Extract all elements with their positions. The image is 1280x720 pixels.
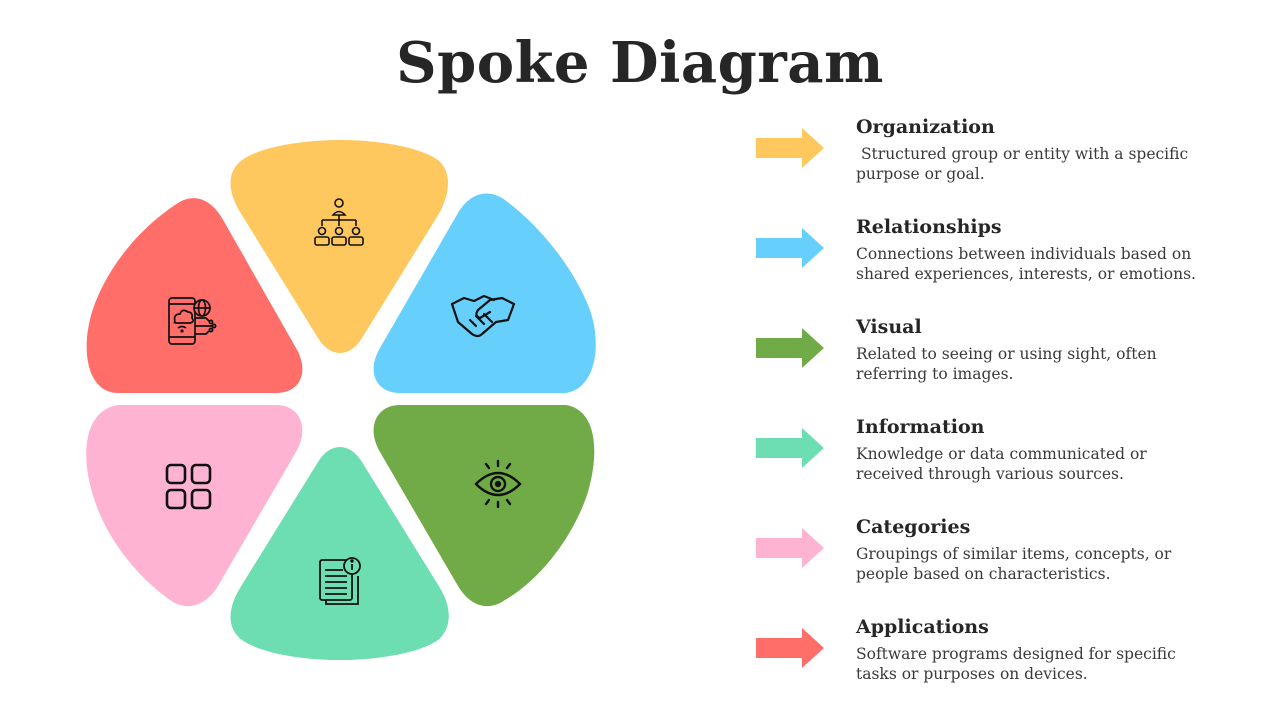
legend-item-relationships: Relationships Connections between indivi… [756, 216, 1216, 296]
spoke-relationships [373, 193, 596, 393]
arrow-right-icon [756, 228, 824, 268]
legend-description: Structured group or entity with a specif… [856, 145, 1194, 183]
spoke-organization [230, 140, 448, 353]
spoke-categories [86, 405, 303, 607]
eye-icon [474, 459, 522, 509]
spoke-shape-applications [86, 198, 303, 393]
legend-item-visual: Visual Related to seeing or using sight,… [756, 316, 1216, 396]
mobile-cloud-icon [168, 297, 217, 345]
legend-item-organization: Organization Structured group or entity … [756, 116, 1216, 196]
legend-title: Visual [856, 316, 922, 338]
legend-description: Related to seeing or using sight, often … [856, 345, 1162, 383]
legend-title: Information [856, 416, 985, 438]
spoke-information [230, 447, 449, 660]
spoke-shape-categories [86, 405, 303, 607]
legend-item-categories: Categories Groupings of similar items, c… [756, 516, 1216, 596]
info-document-icon [319, 557, 361, 605]
hierarchy-icon [314, 198, 364, 246]
arrow-right-icon [756, 628, 824, 668]
legend-description: Knowledge or data communicated or receiv… [856, 445, 1152, 483]
spoke-shape-organization [230, 140, 448, 353]
spoke-visual [373, 405, 595, 607]
handshake-icon [450, 294, 516, 338]
legend-item-information: Information Knowledge or data communicat… [756, 416, 1216, 496]
legend-title: Relationships [856, 216, 1002, 238]
spoke-shape-information [230, 447, 449, 660]
legend-description: Software programs designed for specific … [856, 645, 1181, 683]
arrow-right-icon [756, 328, 824, 368]
spoke-wheel [86, 140, 596, 660]
legend-title: Applications [856, 616, 989, 638]
arrow-right-icon [756, 528, 824, 568]
spoke-shape-relationships [373, 193, 596, 393]
page-title: Spoke Diagram [396, 30, 884, 96]
spoke-shape-visual [373, 405, 595, 607]
legend-title: Organization [856, 116, 995, 138]
arrow-right-icon [756, 428, 824, 468]
arrow-right-icon [756, 128, 824, 168]
legend-description: Connections between individuals based on… [856, 245, 1197, 283]
grid-icon [165, 463, 212, 510]
spoke-applications [86, 198, 303, 393]
legend-description: Groupings of similar items, concepts, or… [856, 545, 1177, 583]
legend-item-applications: Applications Software programs designed … [756, 616, 1216, 696]
legend-title: Categories [856, 516, 971, 538]
